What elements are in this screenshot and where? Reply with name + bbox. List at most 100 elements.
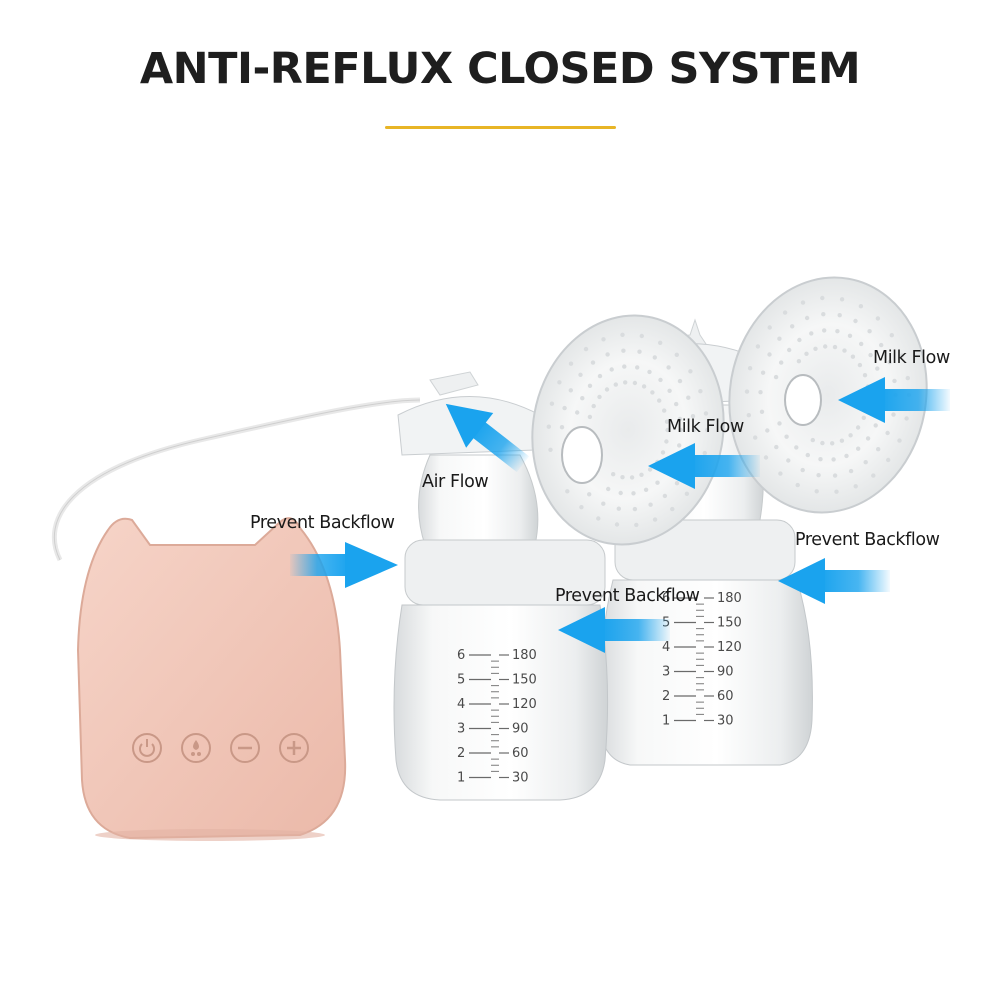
shield-vent-dot [760, 370, 766, 375]
shield-vent-dot [859, 341, 864, 347]
shield-vent-dot [887, 359, 892, 365]
shield-vent-dot [805, 452, 810, 458]
shield-vent-dot [865, 436, 871, 441]
shield-vent-dot [777, 421, 782, 426]
shield-vent-dot [871, 473, 876, 478]
shield-vent-dot [604, 387, 610, 392]
shield-vent-dot [580, 396, 585, 401]
shield-vent-dot [839, 438, 845, 443]
shield-vent-dot [832, 473, 838, 478]
shield-vent-dot [621, 348, 626, 353]
shield-vent-dot [797, 337, 802, 343]
scale-ml-label: 120 [717, 640, 742, 655]
shield-vent-dot [635, 365, 640, 370]
shield-vent-dot [759, 409, 765, 414]
page-title: ANTI-REFLUX CLOSED SYSTEM [139, 44, 861, 94]
arrow-prevent-backflow-left [290, 542, 398, 588]
shield-vent-dot [889, 333, 894, 338]
shield-vent-dot [637, 349, 642, 354]
shield-vent-dot [546, 424, 551, 429]
shield-vent-dot [816, 473, 821, 478]
shield-vent-dot [688, 369, 693, 374]
shield-vent-dot [822, 328, 827, 333]
shield-vent-dot [614, 522, 620, 527]
power-icon[interactable] [132, 733, 162, 763]
shield-vent-dot [886, 457, 891, 463]
shield-vent-dot [684, 491, 690, 496]
shield-vent-dot [863, 460, 868, 465]
pump-body [76, 517, 347, 841]
shield-vent-dot [677, 378, 683, 384]
shield-vent-dot [831, 457, 836, 462]
plus-icon[interactable] [279, 733, 309, 763]
shield-vent-dot [818, 457, 823, 462]
minus-icon[interactable] [230, 733, 260, 763]
shield-vent-dot [677, 443, 682, 448]
shield-vent-dot [774, 444, 779, 450]
shield-vent-dot [562, 405, 567, 411]
scale-ml-label: 30 [717, 714, 734, 729]
shield-vent-dot [804, 351, 809, 356]
shield-vent-dot [795, 482, 800, 488]
shield-vent-dot [674, 352, 679, 357]
shield-vent-dot [658, 377, 663, 383]
shield-vent-dot [548, 447, 553, 452]
shield-vent-dot [891, 412, 896, 417]
scale-oz-label: 1 [457, 771, 465, 786]
shield-vent-dot [597, 394, 602, 400]
shield-vent-dot [597, 373, 603, 379]
shield-vent-dot [847, 333, 853, 338]
shield-vent-dot [813, 346, 818, 351]
shield-vent-dot [601, 501, 606, 506]
shield-vent-dot [777, 336, 782, 341]
shield-vent-dot [622, 364, 627, 369]
shield-vent-dot [583, 346, 589, 352]
scale-oz-label: 4 [457, 697, 465, 712]
shield-vent-dot [794, 445, 799, 450]
shield-vent-dot [899, 353, 905, 358]
scale-oz-label: 2 [457, 746, 465, 761]
shield-vent-dot [850, 354, 856, 359]
shield-vent-dot [702, 450, 707, 456]
scale-ml-label: 30 [512, 771, 529, 786]
shield-vent-dot [830, 441, 835, 446]
scale-oz-label: 3 [457, 722, 465, 737]
shield-vent-dot [875, 316, 881, 321]
shield-vent-dot [703, 411, 709, 416]
shield-vent-dot [867, 329, 872, 334]
shield-vent-dot [857, 362, 863, 368]
shield-vent-dot [853, 484, 858, 489]
shield-vent-dot [746, 413, 751, 418]
shield-vent-dot [660, 450, 666, 455]
shield-vent-dot [611, 472, 616, 477]
shield-vent-dot [782, 310, 788, 315]
shield-vent-dot [773, 374, 779, 380]
shield-vent-dot [820, 295, 825, 301]
shield-vent-dot [650, 390, 655, 395]
mode-drop-icon[interactable] [181, 733, 211, 763]
shield-vent-dot [639, 333, 644, 339]
shield-vent-dot [842, 348, 847, 353]
label-milk-flow-right: Milk Flow [873, 348, 950, 368]
shield-vent-dot [678, 427, 683, 433]
shield-vent-dot [835, 329, 840, 334]
shield-vent-dot [848, 468, 854, 474]
scale-oz-label: 5 [457, 673, 465, 688]
shield-vent-dot [832, 344, 838, 350]
shield-vent-dot [658, 340, 663, 345]
shield-vent-dot [620, 332, 625, 337]
shield-vent-dot [690, 414, 696, 419]
shield-vent-dot [698, 389, 703, 394]
shield-vent-dot [643, 487, 649, 492]
shield-vent-dot [575, 410, 580, 415]
shield-vent-dot [613, 382, 618, 387]
label-prevent-backflow-left: Prevent Backflow [250, 513, 395, 533]
shield-vent-dot [763, 455, 769, 460]
scale-oz-label: 4 [662, 640, 670, 655]
shield-vent-dot [784, 434, 789, 439]
shield-vent-dot [876, 447, 881, 452]
shield-vent-dot [590, 360, 596, 365]
shield-vent-dot [662, 493, 668, 499]
shield-vent-dot [674, 481, 680, 486]
shield-vent-dot [596, 516, 601, 521]
